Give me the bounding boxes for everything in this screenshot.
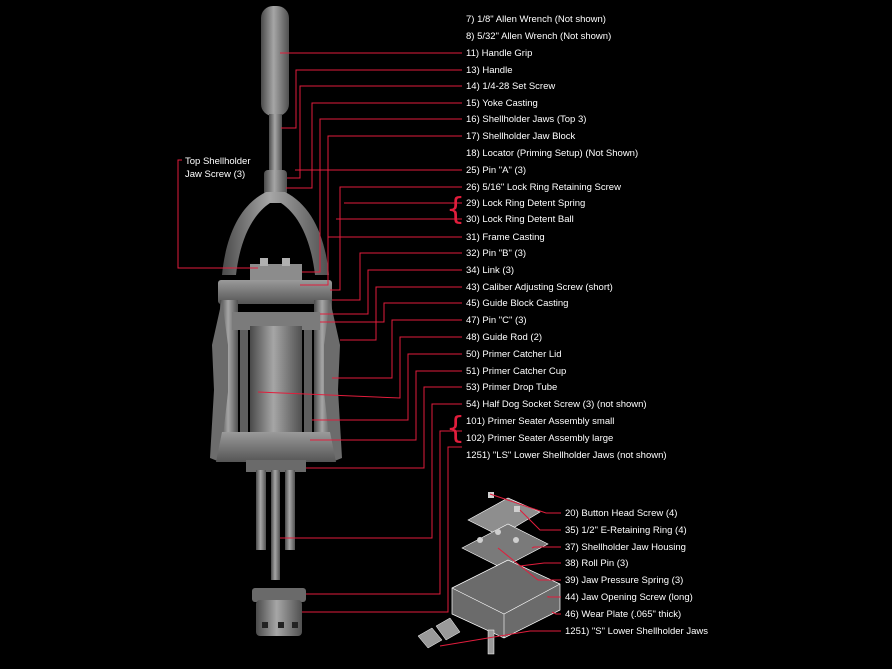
leader-line: [519, 509, 561, 531]
guide-rod-left: [256, 470, 266, 550]
callout-label: 43) Caliber Adjusting Screw (short): [466, 282, 613, 293]
inset-callout-label: 38) Roll Pin (3): [565, 558, 628, 569]
leader-line: [320, 269, 462, 315]
leader-line: [306, 430, 462, 595]
frame-top-plate: [218, 280, 332, 304]
leader-line: [547, 596, 561, 598]
leader-line: [330, 186, 462, 291]
leader-line: [332, 319, 462, 379]
callout-label: 8) 5/32" Allen Wrench (Not shown): [466, 31, 611, 42]
guide-block: [232, 312, 320, 330]
inset-callout-label: 35) 1/2" E-Retaining Ring (4): [565, 525, 687, 536]
side-callout-line-2: Jaw Screw (3): [185, 169, 245, 180]
callout-label: 29) Lock Ring Detent Spring: [466, 198, 585, 209]
callout-label: 53) Primer Drop Tube: [466, 382, 557, 393]
callout-label: 47) Pin "C" (3): [466, 315, 527, 326]
inset-lower-jaw: [417, 627, 443, 649]
yoke-hub: [264, 170, 287, 196]
callout-label: 32) Pin "B" (3): [466, 248, 526, 259]
callout-label: 26) 5/16" Lock Ring Retaining Screw: [466, 182, 621, 193]
callout-label: 18) Locator (Priming Setup) (Not Shown): [466, 148, 638, 159]
inset-callout-label: 20) Button Head Screw (4): [565, 508, 677, 519]
inset-middle-plate: [461, 523, 549, 569]
callout-label: 30) Lock Ring Detent Ball: [466, 214, 574, 225]
leader-line: [300, 135, 462, 286]
callout-label: 51) Primer Catcher Cup: [466, 366, 566, 377]
leader-lines: [177, 52, 561, 647]
main-callout-labels: 7) 1/8" Allen Wrench (Not shown) 8) 5/32…: [466, 14, 667, 461]
inset-callout-label: 39) Jaw Pressure Spring (3): [565, 575, 683, 586]
callout-label: 1251) "LS" Lower Shellholder Jaws (not s…: [466, 450, 667, 461]
callout-label: 11) Handle Grip: [466, 48, 532, 59]
leader-line: [306, 386, 462, 469]
inset-callout-label: 37) Shellholder Jaw Housing: [565, 542, 686, 553]
callout-label: 50) Primer Catcher Lid: [466, 349, 562, 360]
leader-line: [312, 353, 462, 421]
leader-line: [287, 85, 462, 179]
leader-line: [257, 336, 462, 399]
callout-label: 34) Link (3): [466, 265, 514, 276]
leader-line: [281, 69, 462, 129]
callout-label: 54) Half Dog Socket Screw (3) (not shown…: [466, 399, 647, 410]
primer-seater: [256, 600, 302, 636]
inset-top-plate: [467, 497, 541, 537]
leader-line: [340, 286, 462, 341]
frame-base: [216, 432, 336, 462]
callout-label: 48) Guide Rod (2): [466, 332, 542, 343]
primer-catcher-lid: [252, 588, 306, 602]
leader-line: [531, 546, 561, 549]
callout-label: 31) Frame Casting: [466, 232, 545, 243]
inset-callout-label: 46) Wear Plate (.065" thick): [565, 609, 681, 620]
inset-callout-labels: 20) Button Head Screw (4) 35) 1/2" E-Ret…: [565, 508, 708, 637]
primer-catcher-cup: [250, 326, 302, 436]
leader-line: [286, 102, 462, 189]
guide-rod-right: [285, 470, 295, 550]
inset-callout-label: 1251) "S" Lower Shellholder Jaws: [565, 626, 708, 637]
handle-grip: [261, 6, 289, 116]
callout-label: 16) Shellholder Jaws (Top 3): [466, 114, 586, 125]
callout-label: 13) Handle: [466, 65, 512, 76]
leader-line: [332, 252, 462, 301]
leader-line: [551, 611, 561, 615]
leader-line: [489, 493, 561, 514]
callout-label: 45) Guide Block Casting: [466, 298, 568, 309]
leader-line: [280, 403, 462, 539]
callout-label: 25) Pin "A" (3): [466, 165, 526, 176]
leader-line: [302, 446, 462, 613]
callout-label: 17) Shellholder Jaw Block: [466, 131, 576, 142]
primer-drop-tube: [271, 470, 280, 580]
callout-label: 14) 1/4-28 Set Screw: [466, 81, 555, 92]
yoke-casting: [222, 192, 329, 275]
leader-line: [320, 302, 462, 323]
brace-primer-seater: {: [446, 411, 465, 446]
leader-line: [439, 630, 561, 647]
leader-line: [519, 562, 561, 567]
brace-lock-ring: {: [446, 192, 465, 227]
callout-label: 15) Yoke Casting: [466, 98, 538, 109]
press-illustration: [210, 6, 342, 636]
leader-line: [302, 118, 462, 273]
leader-line: [177, 159, 258, 269]
callout-label: 101) Primer Seater Assembly small: [466, 416, 614, 427]
jaw-block-top: [250, 264, 302, 284]
callout-label: 102) Primer Seater Assembly large: [466, 433, 613, 444]
callout-label: 7) 1/8" Allen Wrench (Not shown): [466, 14, 606, 25]
handle-shaft: [269, 114, 282, 176]
leader-line: [497, 547, 561, 581]
inset-callout-label: 44) Jaw Opening Screw (long): [565, 592, 693, 603]
inset-jaw-housing-illustration: [417, 492, 561, 655]
left-link: [210, 300, 228, 462]
inset-housing: [451, 559, 561, 639]
leader-line: [310, 370, 462, 441]
side-callout-line-1: Top Shellholder: [185, 156, 251, 167]
right-link: [324, 300, 342, 462]
